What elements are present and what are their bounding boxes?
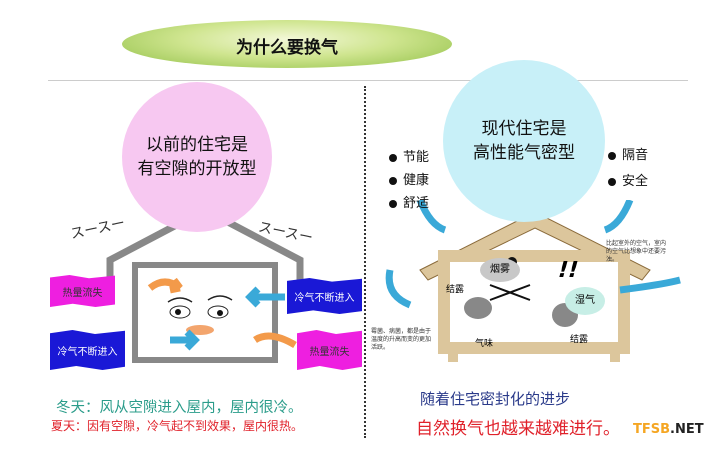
watermark-suffix: .NET: [670, 422, 704, 437]
blue-arrow-icon: [619, 276, 681, 294]
old-house-circle: 以前的住宅是有空隙的开放型: [122, 82, 272, 232]
flag-heat-loss: 热量流失: [50, 275, 115, 307]
blue-arrow-icon: [385, 269, 412, 309]
flag-cold-in: 冷气不断进入: [287, 278, 362, 314]
cloud-humidity: 湿气: [565, 287, 605, 315]
benefit-item: 健康: [403, 173, 430, 188]
blue-arrow-icon: [245, 286, 285, 308]
flag-cold-in: 冷气不断进入: [50, 330, 125, 370]
benefit-item: 隔音: [622, 148, 649, 163]
bullet-icon: [608, 151, 616, 160]
mold-icon: [464, 297, 492, 319]
flag-heat-loss: 热量流失: [297, 330, 362, 370]
old-house-illustration: [106, 206, 304, 363]
summer-caption: 夏天：因有空隙，冷气起不到效果，屋内很热。: [51, 419, 304, 433]
orange-arrow-icon: [147, 277, 183, 294]
blue-arrow-icon: [170, 329, 200, 351]
benefit-item: 舒适: [403, 196, 430, 211]
bullet-icon: [389, 176, 397, 185]
old-house-room: [132, 262, 278, 363]
blue-arrow-icon: [416, 200, 447, 234]
cloud-smoke: 烟雾: [480, 258, 520, 282]
benefits-left: 节能 健康 舒适: [389, 146, 429, 215]
caption-sealing: 随着住宅密封化的进步: [420, 390, 571, 408]
old-house-line2: 有空隙的开放型: [137, 159, 257, 179]
note-top: 比起室外的空气，室内的空气比想象中还要污浊。: [606, 240, 667, 263]
benefit-item: 节能: [403, 150, 430, 165]
old-house-line1: 以前的住宅是: [146, 135, 248, 155]
label-odor: 气味: [475, 339, 494, 349]
label-dew: 结露: [570, 335, 589, 345]
bullet-icon: [608, 177, 616, 186]
page-title: 为什么要换气: [236, 38, 338, 58]
modern-house-line2: 高性能气密型: [473, 143, 575, 163]
note-left: 霉菌、病菌，都是由于温度的升高而变的更加活跃。: [371, 328, 432, 351]
top-divider: [48, 80, 688, 81]
title-banner: [122, 20, 452, 68]
watermark-brand: TFSB: [633, 422, 671, 437]
caption-ventilation: 自然换气也越来越难进行。: [416, 419, 620, 439]
label-dew: 结露: [446, 285, 465, 295]
blue-arrow-icon: [603, 200, 634, 234]
orange-arrow-icon: [253, 332, 297, 349]
panel-divider: [364, 86, 366, 438]
winter-caption: 冬天：风从空隙进入屋内，屋内很冷。: [56, 400, 303, 416]
modern-house-line1: 现代住宅是: [481, 119, 567, 139]
benefit-item: 安全: [622, 174, 649, 189]
mouth-icon: [186, 325, 214, 335]
bullet-icon: [389, 199, 397, 208]
benefits-right: 隔音 安全: [608, 143, 648, 195]
bullet-icon: [389, 153, 397, 162]
modern-house-circle: 现代住宅是高性能气密型: [443, 60, 605, 222]
watermark-logo: TFSB.NET: [633, 422, 704, 437]
